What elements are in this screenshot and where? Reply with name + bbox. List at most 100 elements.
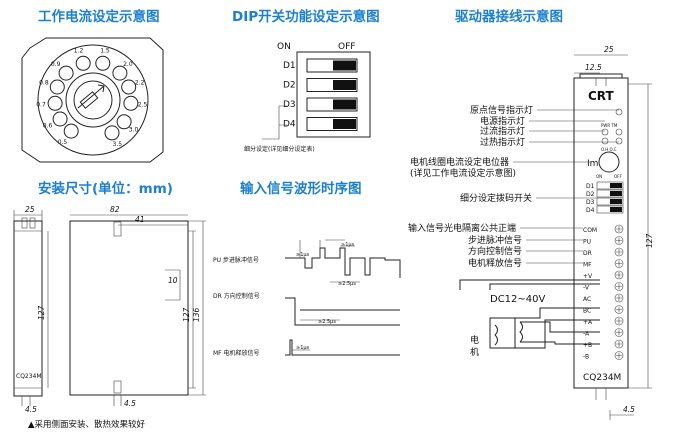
heading-current-setting: 工作电流设定示意图	[38, 8, 160, 25]
timing-signal-dr: DR 方向控制信号	[213, 292, 260, 300]
wiring-annotation: 电机释放信号	[468, 257, 522, 269]
driver-dip-slot[interactable]	[596, 181, 624, 190]
wiring-annotation: 步进脉冲信号	[468, 234, 522, 246]
driver-model-label: CQ234M	[583, 373, 621, 383]
dial-scale-label: 0.6	[43, 123, 53, 130]
dial-position-marker	[75, 55, 91, 71]
driver-dip-on: ON	[596, 174, 602, 179]
motor-label-1: 电	[470, 334, 479, 346]
dim-front-slot: 10	[168, 276, 178, 285]
terminal-screw-slot	[616, 341, 622, 347]
driver-dip-lever	[610, 199, 622, 204]
terminal-screw[interactable]	[614, 224, 624, 234]
driver-dip-slot[interactable]	[596, 205, 624, 214]
dip-switch-slot[interactable]	[306, 117, 358, 131]
dim-front-width: 82	[110, 205, 120, 214]
dim-front-offset: 41	[135, 215, 145, 224]
dip-switch-label: D1	[283, 61, 296, 71]
dip-switch-slot[interactable]	[306, 78, 358, 92]
dial-position-marker	[47, 95, 63, 111]
dial-position-marker	[112, 65, 128, 81]
driver-dip-label: D4	[586, 207, 595, 214]
led-origin	[615, 128, 623, 136]
dial-position-marker	[95, 55, 111, 71]
dip-switch-label: D4	[283, 120, 296, 130]
current-potentiometer[interactable]	[598, 151, 620, 173]
wiring-diagram: 25 12.5 CRT PWR TM O.H O.C Im ON OFF D1D…	[408, 45, 654, 420]
terminal-screw-slot	[616, 318, 622, 324]
terminal-screw[interactable]	[614, 247, 624, 257]
dial-scale-label: 0.9	[51, 61, 61, 68]
dim-side-width: 25	[25, 205, 35, 214]
terminal-screw-slot	[616, 272, 622, 278]
dip-switch-lever	[333, 119, 356, 129]
dial-position-marker	[52, 111, 68, 127]
timing-mark-4: ≥2.5μs	[318, 319, 336, 325]
terminal-label: DR	[583, 250, 592, 257]
terminal-label: COM	[583, 227, 597, 234]
dim-front-height: 127	[182, 307, 191, 322]
terminal-screw-slot	[616, 306, 622, 313]
terminal-label: -V	[583, 285, 590, 292]
driver-dip-slot[interactable]	[596, 197, 624, 206]
dip-switch-lever	[333, 99, 356, 110]
dim-driver-bottom: 4.5	[623, 405, 635, 414]
terminal-screw[interactable]	[614, 316, 624, 326]
driver-body	[573, 77, 629, 389]
dim-driver-width: 25	[604, 45, 614, 54]
install-drawing: 25 CQ234M 127 4.5 82 41 10 127 136 4.5 ▲…	[13, 205, 206, 430]
terminal-screw-slot	[616, 260, 622, 267]
terminal-label: +B	[583, 342, 592, 349]
heading-wiring: 驱动器接线示意图	[455, 8, 563, 25]
dial-scale-label: 2.0	[123, 61, 133, 68]
terminal-screw-slot	[616, 226, 622, 232]
terminal-screw[interactable]	[614, 270, 624, 280]
dial-position-marker	[58, 65, 74, 81]
terminal-screw[interactable]	[614, 259, 624, 268]
wiring-annotation: 过流指示灯	[480, 125, 525, 137]
led-power	[601, 128, 609, 136]
dial-scale-label: 0.7	[36, 101, 46, 108]
side-model-label: CQ234M	[16, 373, 42, 380]
terminal-screw[interactable]	[614, 328, 624, 337]
indicator-label-1: PWR TM	[601, 123, 618, 128]
dip-switch-slot[interactable]	[306, 97, 358, 112]
terminal-screw[interactable]	[614, 339, 624, 349]
terminal-screw[interactable]	[614, 351, 624, 360]
terminal-screw[interactable]	[614, 293, 624, 303]
dim-driver-height: 127	[645, 233, 654, 248]
dip-switch-label: D2	[283, 81, 296, 91]
dip-switch-slot[interactable]	[306, 58, 358, 73]
dim-total-height: 136	[192, 307, 201, 322]
led-overheat	[615, 137, 623, 145]
wiring-annotation: 输入信号光电隔离公共正端	[408, 222, 516, 234]
driver-dip-lever	[610, 191, 622, 196]
led-overcurrent	[601, 137, 609, 145]
heading-dip-setting: DIP开关功能设定示意图	[232, 8, 380, 25]
driver-dip-off: OFF	[614, 174, 622, 179]
terminal-screw[interactable]	[614, 282, 624, 291]
dial-position-marker	[63, 123, 79, 139]
terminal-label: +V	[583, 273, 593, 280]
terminal-screw[interactable]	[614, 236, 624, 245]
wiring-annotation: 电机线圈电流设定电位器	[410, 156, 509, 168]
driver-dip-slot[interactable]	[596, 189, 624, 198]
terminal-label: MF	[583, 262, 592, 269]
wiring-annotation: 方向控制信号	[468, 245, 522, 257]
terminal-screw-slot	[616, 237, 622, 244]
driver-dip-lever	[610, 183, 622, 188]
terminal-label: PU	[583, 239, 591, 246]
install-note: ▲采用侧面安装、散热效果较好	[28, 419, 146, 430]
timing-mark-3: ≥2.5μs	[338, 281, 356, 287]
terminal-screw[interactable]	[614, 305, 624, 314]
driver-logo: CRT	[588, 89, 615, 103]
dial-position-marker	[49, 79, 65, 95]
wiring-annotation: 原点信号指示灯	[470, 104, 533, 116]
dial-scale-label: 2.2	[135, 80, 145, 87]
terminal-label: AC	[583, 296, 591, 303]
terminal-screw-slot	[616, 329, 622, 336]
dim-front-bottom: 4.5	[124, 399, 136, 408]
timing-mark-5: ≥1μs	[296, 345, 310, 351]
